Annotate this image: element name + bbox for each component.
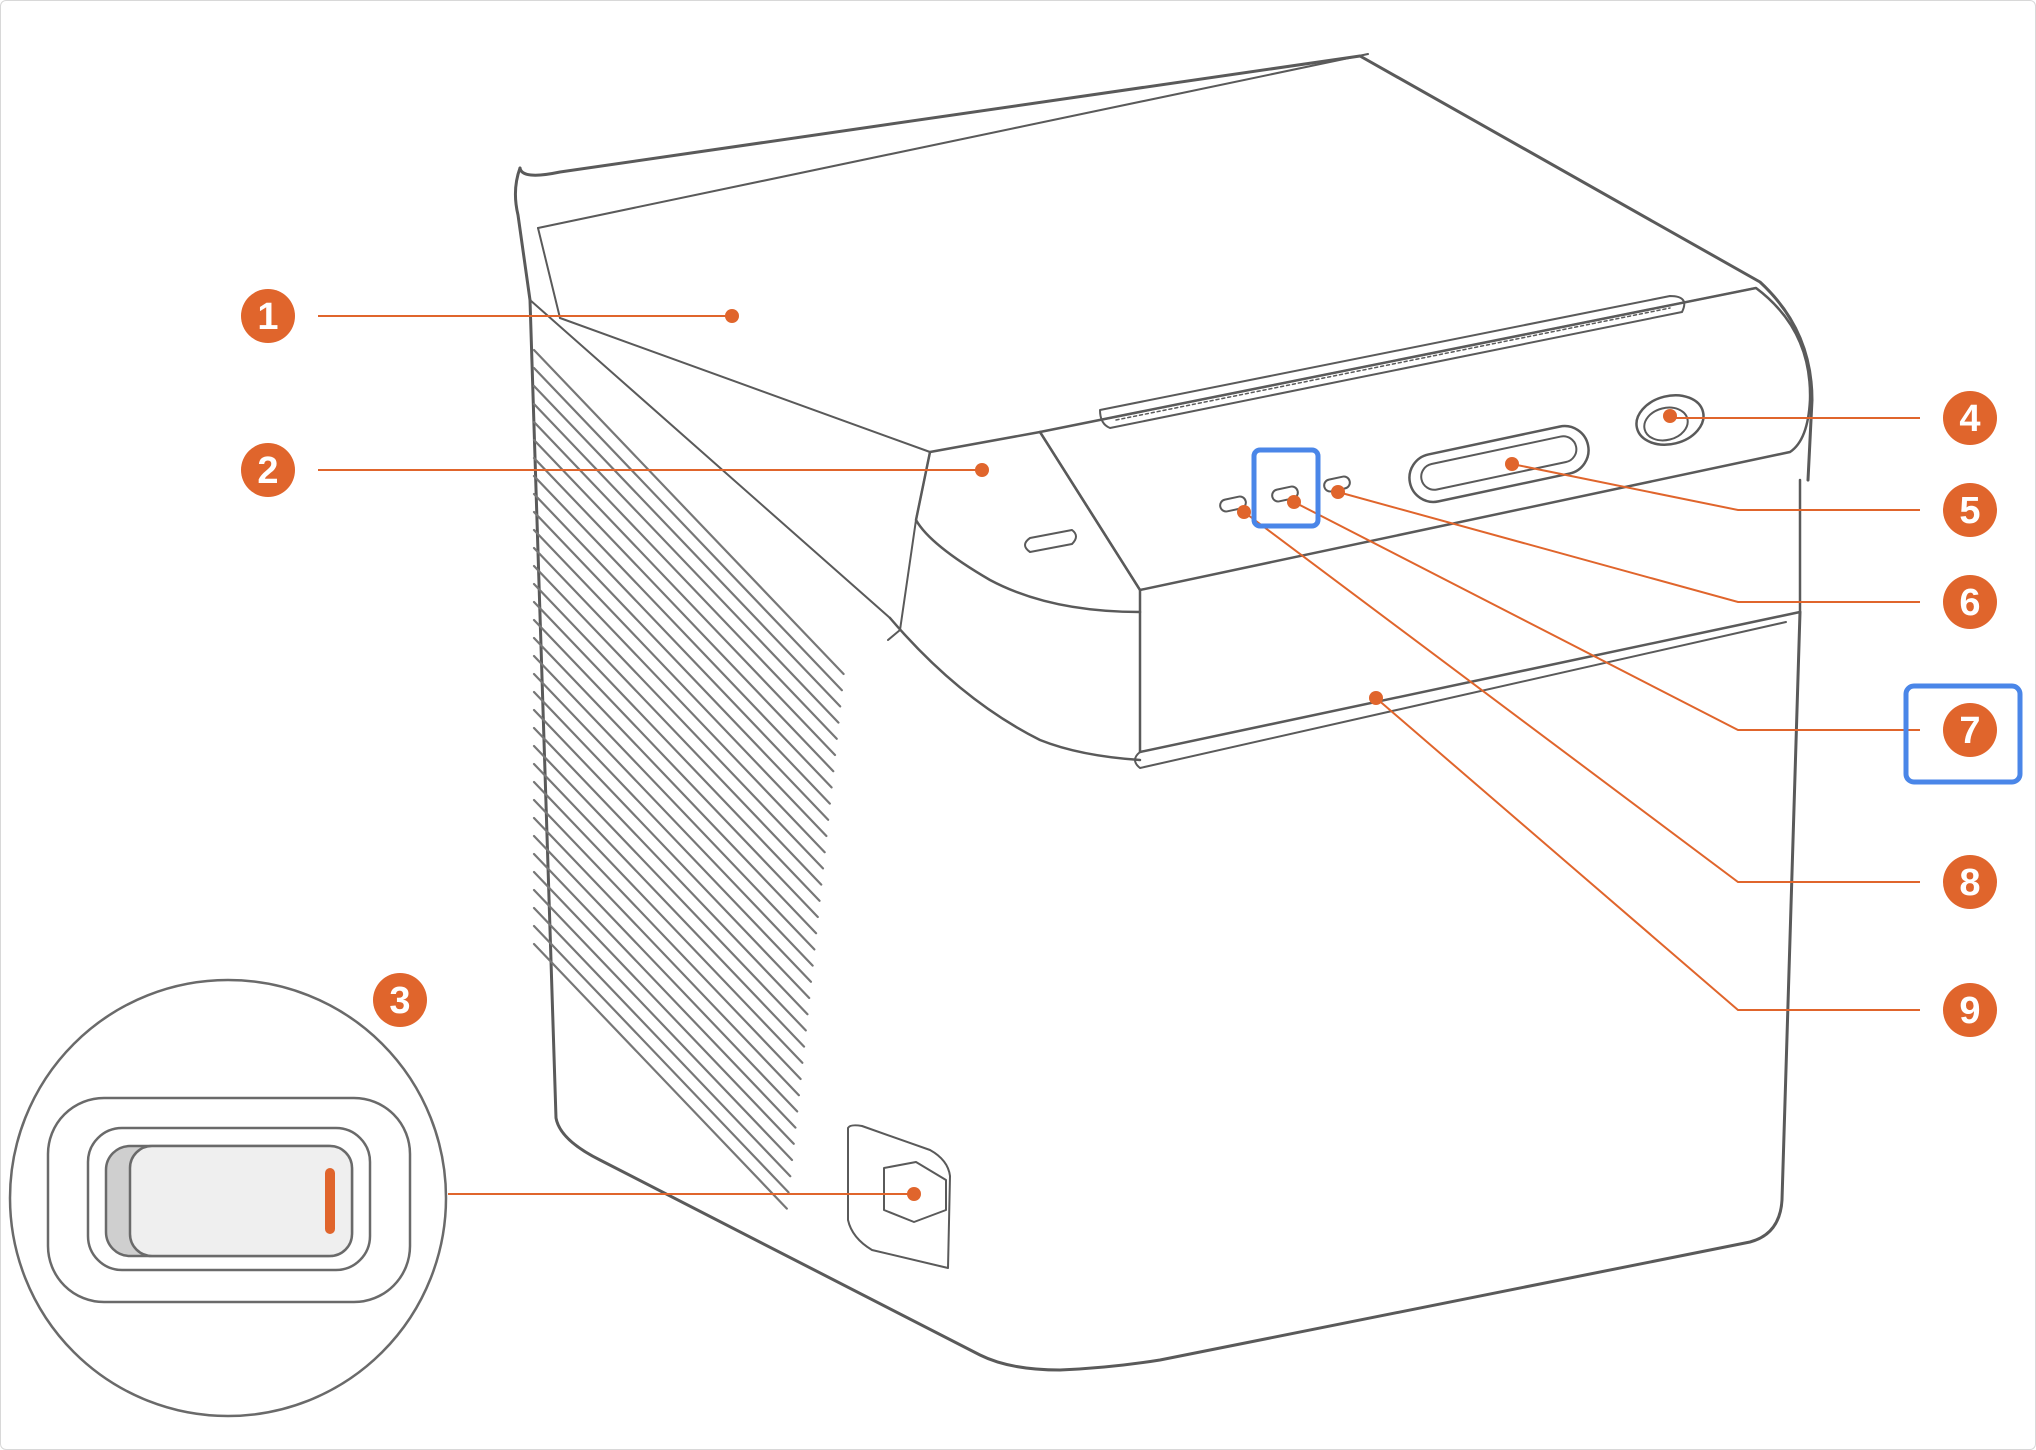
vent-slat: [532, 492, 831, 805]
vent-slat: [532, 636, 818, 935]
vent-slat: [532, 726, 809, 1016]
vent-slat: [532, 348, 845, 676]
vent-slat: [532, 906, 792, 1178]
callout-label: 9: [1959, 990, 1980, 1032]
leader-line-6: [1337, 491, 1920, 603]
vent-slat: [532, 852, 797, 1129]
callout-label: 7: [1959, 710, 1980, 752]
vent-slat: [532, 582, 823, 886]
vent-slat: [532, 708, 811, 1000]
anchor-dot-9: [1369, 691, 1383, 705]
callout-badge-4: 4: [1943, 391, 1997, 445]
vent-slat: [532, 600, 821, 902]
vent-slat: [532, 888, 794, 1162]
vent-slat: [532, 834, 799, 1113]
vent-slat: [532, 510, 830, 821]
callout-label: 6: [1959, 582, 1980, 624]
anchor-dot-8: [1237, 505, 1251, 519]
vent-slat: [532, 690, 813, 983]
switch-magnifier: [8, 978, 448, 1418]
vent-slat: [532, 798, 802, 1081]
vent-slat: [532, 924, 790, 1194]
vent-slat: [532, 672, 814, 967]
anchor-dot-4: [1663, 409, 1677, 423]
callout-leaders: [318, 315, 1920, 1195]
leader-line-9: [1375, 697, 1920, 1011]
highlights: [1251, 447, 2023, 785]
callout-badge-circle: [1943, 391, 1997, 445]
vent-slat: [532, 384, 842, 708]
callout-badge-1: 1: [241, 289, 295, 343]
callout-badge-3: 3: [373, 973, 427, 1027]
vent-slat: [532, 402, 840, 724]
callout-badge-circle: [241, 443, 295, 497]
vent-slat: [532, 456, 835, 773]
leader-line-5: [1511, 463, 1920, 511]
callout-badges: 1 2 3 4 5 6 7 8 9: [241, 289, 1997, 1037]
callout-label: 4: [1959, 398, 1980, 440]
power-button-oval: [1635, 394, 1705, 446]
leader-line-7: [1293, 501, 1920, 731]
callout-badge-circle: [1943, 703, 1997, 757]
vent-slat: [532, 366, 843, 692]
vent-slat: [532, 744, 807, 1032]
callout-label: 1: [257, 296, 278, 338]
anchor-dot-3: [907, 1187, 921, 1201]
callout-badge-8: 8: [1943, 855, 1997, 909]
vent-slat: [532, 780, 804, 1064]
callout-badge-6: 6: [1943, 575, 1997, 629]
vent-slat: [532, 546, 826, 854]
callout-badge-circle: [1943, 983, 1997, 1037]
leader-line-8: [1243, 511, 1920, 883]
callout-badge-circle: [1943, 575, 1997, 629]
callout-badge-9: 9: [1943, 983, 1997, 1037]
callout-anchor-dots: [725, 309, 1677, 1201]
callout-badge-circle: [1943, 855, 1997, 909]
vent-slat: [532, 438, 837, 757]
anchor-dot-7: [1287, 495, 1301, 509]
callout-badge-2: 2: [241, 443, 295, 497]
callout-badge-5: 5: [1943, 483, 1997, 537]
vent-slat: [532, 654, 816, 951]
callout-label: 2: [257, 450, 278, 492]
callout-badge-circle: [1943, 483, 1997, 537]
vent-slat: [532, 618, 819, 919]
vent-slat: [532, 474, 833, 789]
feed-button: [1408, 424, 1590, 504]
vent-slat: [532, 528, 828, 838]
callout-badge-7: 7: [1943, 703, 1997, 757]
vent-slat: [532, 942, 788, 1210]
printer-body: [513, 53, 1814, 1372]
callout-7-highlight-box: [1903, 683, 2023, 785]
vent-slat: [532, 762, 806, 1048]
callout-label: 8: [1959, 862, 1980, 904]
callout-label: 3: [389, 980, 410, 1022]
indicator-highlight-box: [1251, 447, 1321, 529]
vent-slat: [532, 870, 795, 1145]
anchor-dot-1: [725, 309, 739, 323]
callout-badge-circle: [241, 289, 295, 343]
callout-badge-circle: [373, 973, 427, 1027]
anchor-dot-2: [975, 463, 989, 477]
vent-slat: [532, 564, 825, 870]
anchor-dot-5: [1505, 457, 1519, 471]
vent-slat: [532, 816, 800, 1097]
anchor-dot-6: [1331, 485, 1345, 499]
control-panel: [1219, 394, 1705, 513]
vent-slat: [532, 420, 838, 740]
ventilation-slats: [532, 348, 845, 1210]
callout-label: 5: [1959, 490, 1980, 532]
